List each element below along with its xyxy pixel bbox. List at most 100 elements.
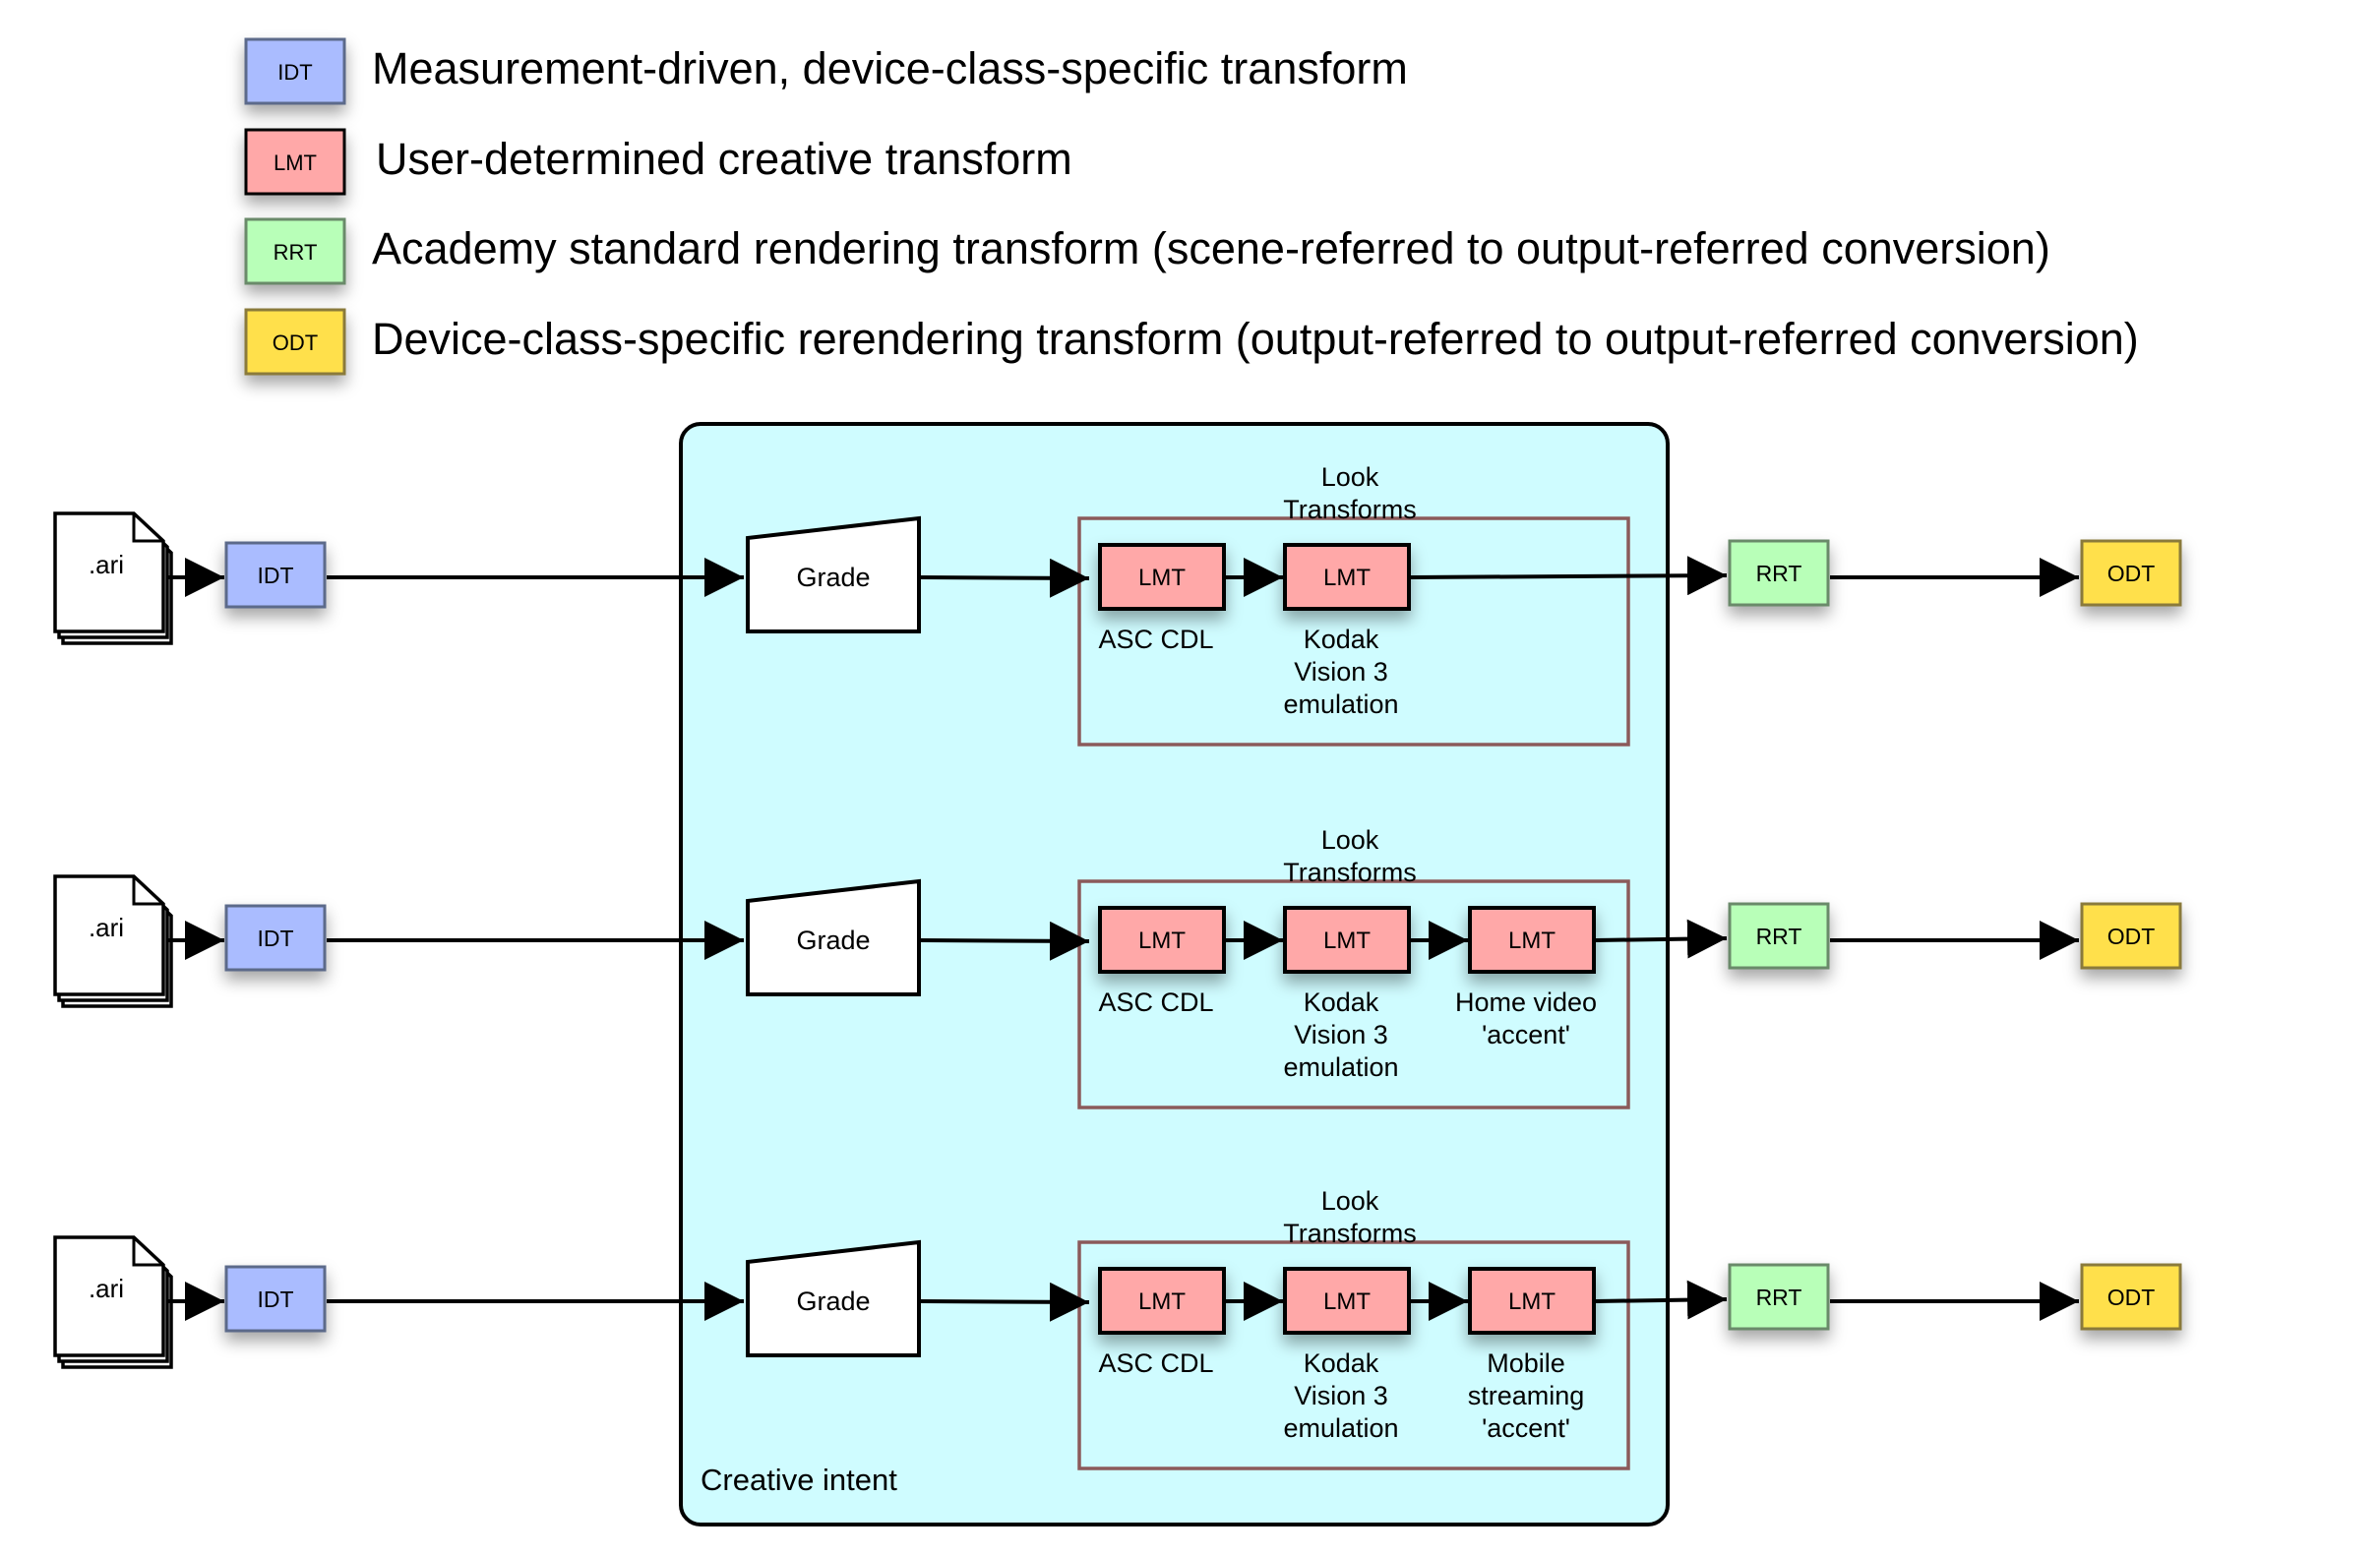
look-transforms-title: Look <box>1321 462 1379 492</box>
lmt-caption: emulation <box>1283 689 1398 719</box>
lmt-caption: Kodak <box>1304 987 1379 1017</box>
lmt-caption: 'accent' <box>1482 1413 1570 1443</box>
look-transforms-box <box>1077 1240 1630 1470</box>
lmt-caption: Vision 3 <box>1294 657 1388 687</box>
grade-label: Grade <box>796 563 870 592</box>
file-label: .ari <box>89 913 124 942</box>
legend-odt-tag: ODT <box>273 330 318 355</box>
lmt-caption: ASC CDL <box>1098 987 1213 1017</box>
odt-label: ODT <box>2107 561 2156 586</box>
odt-box <box>2080 1263 2182 1331</box>
lmt-box <box>1098 906 1226 974</box>
legend-item-lmt: LMT User-determined creative transform <box>244 128 1072 196</box>
lmt-caption: ASC CDL <box>1098 1348 1213 1378</box>
arrow-lmt-to-rrt <box>1595 919 1728 959</box>
lmt-box <box>1283 906 1411 974</box>
idt-box <box>224 541 327 609</box>
arrow-lmt-to-rrt <box>1410 556 1728 596</box>
arrow-lmt-to-rrt <box>1595 1280 1728 1320</box>
odt-label: ODT <box>2107 1285 2156 1310</box>
legend-idt-swatch <box>244 37 346 105</box>
lmt-label: LMT <box>1323 1288 1371 1315</box>
file-page-fold <box>132 513 163 543</box>
file-stack-icon: .ari <box>53 874 173 1008</box>
look-transforms-title: Transforms <box>1283 858 1417 887</box>
lmt-label: LMT <box>1508 928 1556 954</box>
lmt-caption: Kodak <box>1304 625 1379 654</box>
lmt-node: LMT Home video 'accent' <box>1455 906 1597 1049</box>
rrt-label: RRT <box>1756 1285 1802 1310</box>
creative-intent-label: Creative intent <box>701 1463 897 1497</box>
file-stack-icon: .ari <box>53 1235 173 1369</box>
look-transforms-box <box>1077 516 1630 747</box>
file-page-fold <box>132 876 163 906</box>
idt-box <box>224 904 327 972</box>
look-transforms-title: Look <box>1321 1186 1379 1216</box>
lmt-caption: emulation <box>1283 1052 1398 1082</box>
odt-box <box>2080 902 2182 970</box>
file-page <box>53 874 165 996</box>
rrt-box <box>1728 539 1830 607</box>
lmt-label: LMT <box>1138 928 1186 954</box>
creative-intent-panel: Creative intent <box>679 422 1670 1526</box>
file-label: .ari <box>89 550 124 579</box>
legend-odt-description: Device-class-specific rerendering transf… <box>372 314 2139 364</box>
idt-box <box>224 1265 327 1333</box>
lmt-caption: Mobile <box>1487 1348 1565 1378</box>
legend-rrt-swatch <box>244 217 346 285</box>
file-label: .ari <box>89 1274 124 1303</box>
legend: IDT Measurement-driven, device-class-spe… <box>244 37 2139 376</box>
lmt-box <box>1283 1267 1411 1335</box>
lmt-label: LMT <box>1323 928 1371 954</box>
lmt-caption: 'accent' <box>1482 1020 1570 1049</box>
legend-idt-tag: IDT <box>277 60 312 85</box>
creative-intent-box <box>679 422 1670 1526</box>
grade-node <box>746 878 921 996</box>
odt-label: ODT <box>2107 924 2156 949</box>
legend-item-idt: IDT Measurement-driven, device-class-spe… <box>244 37 1408 105</box>
look-transforms-title: Transforms <box>1283 495 1417 524</box>
lmt-box <box>1468 1267 1596 1335</box>
look-transforms-title: Transforms <box>1283 1219 1417 1248</box>
idt-label: IDT <box>257 1287 293 1312</box>
legend-rrt-description: Academy standard rendering transform (sc… <box>372 223 2050 273</box>
grade-label: Grade <box>796 1287 870 1316</box>
file-stack-icon: .ari <box>53 511 173 645</box>
arrow-grade-to-lmt <box>920 558 1090 598</box>
lmt-caption: streaming <box>1468 1381 1585 1410</box>
look-transforms-title: Look <box>1321 825 1379 855</box>
grade-node <box>746 515 921 633</box>
idt-label: IDT <box>257 926 293 951</box>
legend-item-rrt: RRT Academy standard rendering transform… <box>244 217 2050 285</box>
file-page-fold <box>132 1237 163 1267</box>
lmt-caption: ASC CDL <box>1098 625 1213 654</box>
odt-box <box>2080 539 2182 607</box>
lmt-caption: Kodak <box>1304 1348 1379 1378</box>
legend-lmt-tag: LMT <box>274 150 317 175</box>
legend-rrt-tag: RRT <box>274 240 318 265</box>
rrt-box <box>1728 1263 1830 1331</box>
legend-item-odt: ODT Device-class-specific rerendering tr… <box>244 308 2139 376</box>
file-page <box>53 511 165 633</box>
rrt-box <box>1728 902 1830 970</box>
legend-idt-description: Measurement-driven, device-class-specifi… <box>372 43 1408 93</box>
look-transforms-box <box>1077 879 1630 1109</box>
lmt-box <box>1468 906 1596 974</box>
lmt-label: LMT <box>1508 1288 1556 1315</box>
lmt-caption: Vision 3 <box>1294 1020 1388 1049</box>
lmt-node: LMT ASC CDL <box>1098 906 1226 1017</box>
file-page <box>53 1235 165 1357</box>
lmt-caption: emulation <box>1283 1413 1398 1443</box>
lmt-caption: Home video <box>1455 987 1597 1017</box>
arrow-grade-to-lmt <box>920 1282 1090 1322</box>
lmt-box <box>1098 1267 1226 1335</box>
grade-label: Grade <box>796 926 870 955</box>
